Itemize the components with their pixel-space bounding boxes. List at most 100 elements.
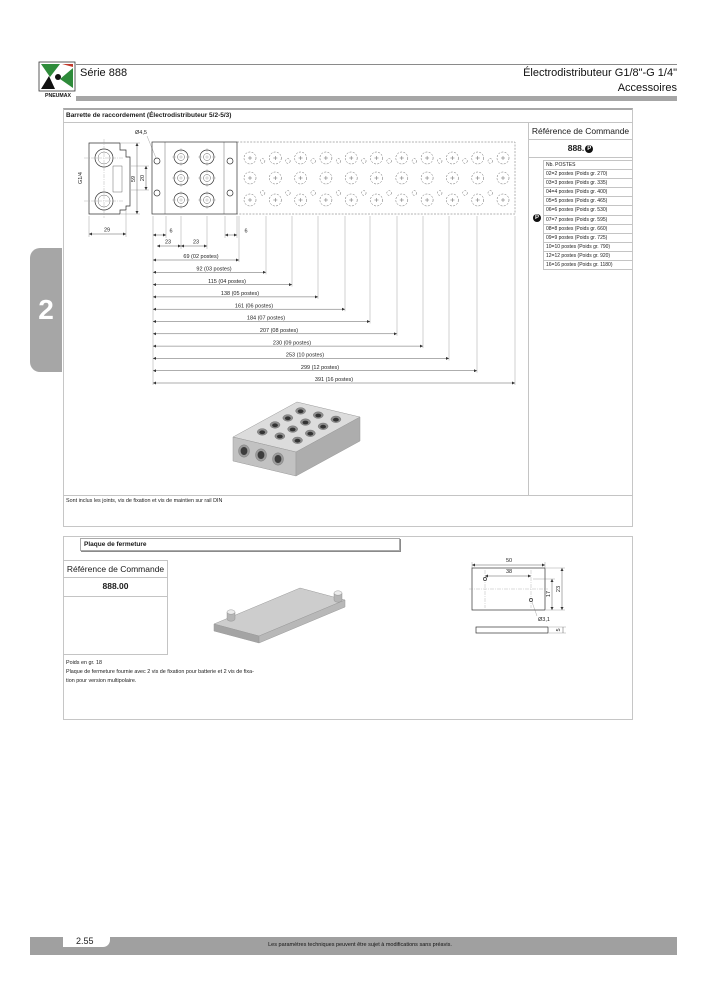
phantom-port xyxy=(294,193,307,207)
manifold-body xyxy=(151,141,238,215)
station-count-option: 16=16 postes (Poids gr. 1180) xyxy=(543,261,633,271)
top-port-bore xyxy=(297,409,304,414)
hole-spacing-label: 38 xyxy=(506,569,512,575)
phantom-port xyxy=(420,171,434,185)
station-count-option: 10=10 postes (Poids gr. 790) xyxy=(543,242,633,252)
mounting-hole xyxy=(153,157,161,165)
order-reference-label: Référence de Commande xyxy=(531,126,630,136)
phantom-station xyxy=(344,151,367,207)
station-count-option: 05=5 postes (Poids gr. 465) xyxy=(543,197,633,207)
length-dimension: 161 (06 postes) xyxy=(153,216,346,312)
manifold-front-ports xyxy=(238,444,284,466)
section-title-rule xyxy=(63,122,633,123)
length-dimension: 184 (07 postes) xyxy=(153,216,371,324)
phantom-port xyxy=(269,151,282,165)
manifold-end-view xyxy=(84,139,131,218)
phantom-stations xyxy=(243,151,510,207)
length-dimension: 391 (16 postes) xyxy=(153,216,516,385)
plate-screw xyxy=(226,609,236,622)
phantom-port xyxy=(344,151,358,165)
station-count-option: 08=8 postes (Poids gr. 660) xyxy=(543,224,633,234)
manifold-section xyxy=(63,108,633,527)
length-dimension-label: 207 (08 postes) xyxy=(260,328,298,334)
length-dimension: 92 (03 postes) xyxy=(153,216,267,275)
length-dimension-label: 115 (04 postes) xyxy=(208,279,246,285)
phantom-station xyxy=(370,151,392,207)
station-count-option: 12=12 postes (Poids gr. 920) xyxy=(543,251,633,262)
phantom-extension-outline xyxy=(237,141,516,215)
plate-side-view xyxy=(475,626,549,634)
phantom-hole xyxy=(437,190,443,196)
manifold-note: Sont inclus les joints, vis de fixation … xyxy=(66,498,223,504)
phantom-hole xyxy=(260,190,266,196)
note-rule xyxy=(63,495,633,496)
station-count-option: 02=2 postes (Poids gr. 270) xyxy=(543,170,633,180)
manifold-side-face xyxy=(295,416,361,477)
mounting-hole xyxy=(153,189,161,197)
phantom-hole xyxy=(335,190,342,196)
length-dimension: 69 (02 postes) xyxy=(153,216,240,262)
length-dimension: 230 (09 postes) xyxy=(153,216,424,349)
closing-plate-order-code: 888.00 xyxy=(102,581,129,591)
closing-plate-description: tion pour version multipolaire. xyxy=(66,678,137,684)
top-port-bore xyxy=(294,438,301,443)
length-dimensions: 69 (02 postes)92 (03 postes) 115 (04 post… xyxy=(153,216,516,385)
length-dimension-label: 138 (05 postes) xyxy=(221,291,259,297)
footer-band xyxy=(30,937,677,955)
top-port-bore xyxy=(259,430,266,435)
length-dimension-label: 161 (06 postes) xyxy=(235,303,273,309)
phantom-port xyxy=(420,151,434,165)
closing-plate-title-box: Plaque de fermeture xyxy=(80,538,400,551)
phantom-port xyxy=(446,171,459,185)
manifold-section-title: Barrette de raccordement (Électrodistrib… xyxy=(66,112,232,119)
length-dimension: 138 (05 postes) xyxy=(153,216,319,299)
length-dimension-label: 69 (02 postes) xyxy=(183,254,218,260)
header-top-rule xyxy=(76,64,677,65)
plate-width-label: 50 xyxy=(506,558,512,564)
phantom-station xyxy=(319,151,342,207)
logo-red-shape xyxy=(62,64,73,67)
pitch-label: 23 xyxy=(193,240,199,246)
end-plate-label: 6 xyxy=(244,229,247,235)
width-label: 29 xyxy=(104,228,110,234)
phantom-station xyxy=(294,151,316,207)
length-dimension-label: 230 (09 postes) xyxy=(273,340,311,346)
logo-green-shape xyxy=(60,68,73,88)
top-port-bore xyxy=(302,420,309,425)
phantom-hole xyxy=(437,158,443,164)
closing-plate-description: Plaque de fermeture fournie avec 2 vis d… xyxy=(66,669,254,675)
phantom-port xyxy=(269,193,282,207)
phantom-hole xyxy=(260,158,266,164)
phantom-port xyxy=(446,193,459,207)
station-count-option: 09=9 postes (Poids gr. 725) xyxy=(543,233,633,243)
hole-leader xyxy=(531,601,538,617)
hole-leader xyxy=(146,135,157,159)
chapter-number: 2 xyxy=(38,294,54,325)
top-port-bore xyxy=(284,416,291,421)
station-count-option: 04=4 postes (Poids gr. 400) xyxy=(543,188,633,198)
series-title: Série 888 xyxy=(80,67,128,79)
page-number: 2.55 xyxy=(76,936,94,946)
closing-plate-illustration xyxy=(213,587,346,644)
order-rule xyxy=(63,596,168,597)
closing-plate-weight: Poids en gr. 18 xyxy=(66,660,102,666)
phantom-port xyxy=(496,193,510,207)
top-port-bore xyxy=(307,431,314,436)
phantom-station xyxy=(420,151,443,207)
phantom-station xyxy=(446,151,468,207)
plate-screw xyxy=(333,590,343,603)
plate-height-label: 23 xyxy=(556,586,562,592)
phantom-port xyxy=(446,151,459,165)
length-dimension: 253 (10 postes) xyxy=(153,216,450,361)
footer-disclaimer: Les paramètres techniques peuvent être s… xyxy=(268,942,452,948)
station-count-option: 06=6 postes (Poids gr. 530) xyxy=(543,206,633,216)
phantom-hole xyxy=(462,158,468,164)
hole-offset-label: 17 xyxy=(546,591,552,597)
order-rule xyxy=(63,577,168,578)
length-dimension: 115 (04 postes) xyxy=(153,216,293,287)
phantom-port xyxy=(344,193,358,207)
options-marker-badge: P xyxy=(533,213,541,222)
phantom-port xyxy=(420,193,434,207)
top-port-bore xyxy=(333,417,339,422)
